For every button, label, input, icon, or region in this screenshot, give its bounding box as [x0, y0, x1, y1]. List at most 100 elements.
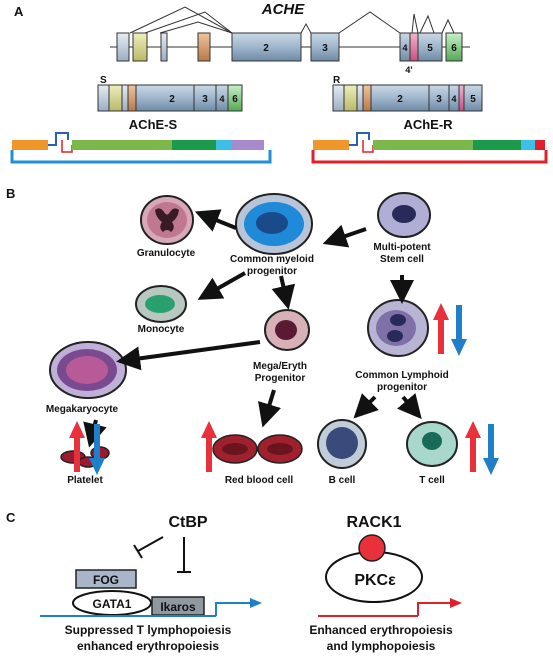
regulation-arrows-tcell: [465, 421, 499, 475]
stem-label-2: Stem cell: [380, 254, 424, 265]
s-exon-6-label: 6: [232, 94, 238, 105]
megakaryocyte-cell: [49, 341, 127, 399]
pkc-label: PKCε: [354, 572, 396, 589]
variant-r-transcript: [332, 84, 483, 112]
r-exon-5-label: 5: [470, 94, 476, 105]
panel-c-label: C: [6, 510, 16, 525]
monocyte-label: Monocyte: [138, 324, 185, 335]
ache-r-protein: [311, 132, 548, 164]
mep-label-2: Progenitor: [255, 373, 306, 384]
left-outcome-2: enhanced erythropoiesis: [77, 639, 219, 653]
fog-label: FOG: [93, 573, 119, 587]
ctbp-inhibition-lines: [133, 536, 191, 573]
tcell-cell: [406, 421, 458, 467]
down-arrow-platelet: [94, 424, 100, 460]
splice-lines: [129, 6, 455, 34]
s-exon-4-label: 4: [219, 94, 224, 104]
lineage-arrows: [83, 209, 422, 448]
right-outcome-2: and lymphopoiesis: [327, 639, 436, 653]
up-arrow-rbc: [206, 436, 212, 472]
ache-s-label: AChE-S: [129, 117, 178, 132]
regulation-arrows-rbc: [201, 421, 217, 472]
fog-box: [75, 569, 137, 589]
megakaryocyte-label: Megakaryocyte: [46, 404, 119, 415]
exon-4prime: [409, 32, 419, 62]
arrow-cmp-to-monocyte: [197, 271, 246, 300]
regulation-arrows-clp: [433, 303, 467, 356]
exon-e1a: [132, 32, 148, 62]
bcell-label: B cell: [329, 475, 356, 486]
rack1-circle: [358, 534, 386, 562]
arrow-clp-to-bcell: [353, 393, 379, 419]
clp-label-1: Common Lymphoid: [355, 370, 449, 381]
rack1-label: RACK1: [346, 514, 401, 531]
exon-3-label: 3: [322, 43, 328, 54]
cmp-label-1: Common myeloid: [230, 254, 314, 265]
arrow-mep-to-megakaryocyte: [116, 340, 261, 371]
rbc-label: Red blood cell: [225, 475, 294, 486]
arrow-stem-to-cmp: [322, 224, 367, 248]
arrow-clp-to-tcell: [397, 393, 422, 420]
exon-6-label: 6: [451, 43, 457, 54]
variant-s-transcript: [97, 84, 243, 112]
regulation-arrows-platelet: [69, 421, 105, 475]
arrow-mep-to-rbc: [258, 389, 281, 428]
gene-exons: [116, 32, 463, 62]
ache-s-bracket: [10, 150, 272, 164]
arrow-cmp-to-granulocyte: [194, 209, 237, 232]
left-outcome-1: Suppressed T lymphopoiesis: [65, 623, 232, 637]
exon-e1c: [197, 32, 211, 62]
exon-e1: [116, 32, 130, 62]
r-exon-4-label: 4: [451, 94, 456, 104]
s-exon-3-label: 3: [202, 94, 208, 105]
variant-r-letter: R: [333, 75, 341, 86]
exon-2-label: 2: [263, 43, 269, 54]
variant-s-letter: S: [100, 75, 107, 86]
ache-r-bracket: [311, 150, 548, 164]
arrow-cmp-to-mep: [271, 275, 296, 310]
bcell-cell: [317, 419, 367, 469]
exon-4-label: 4: [402, 43, 407, 53]
up-arrow-tcell: [470, 436, 476, 472]
monocyte-cell: [135, 285, 187, 323]
clp-cell: [367, 299, 429, 357]
exon-4prime-label: 4': [405, 65, 412, 75]
right-promoter-arrow: [318, 598, 462, 617]
left-promoter-arrow: [40, 598, 262, 617]
granulocyte-label: Granulocyte: [137, 248, 196, 259]
ctbp-label: CtBP: [168, 514, 207, 531]
platelet-label: Platelet: [67, 475, 103, 486]
cmp-label-2: progenitor: [247, 266, 297, 277]
down-arrow-tcell: [488, 424, 494, 460]
ache-r-label: AChE-R: [403, 117, 453, 132]
s-exon-2-label: 2: [169, 94, 175, 105]
rbc-cells: [212, 434, 303, 464]
exon-2: [231, 32, 302, 62]
exon-6: [445, 32, 463, 62]
tcell-label: T cell: [419, 475, 445, 486]
exon-5-label: 5: [427, 43, 433, 54]
ache-s-protein: [10, 132, 272, 164]
granulocyte-cell: [140, 195, 194, 245]
panel-b-label: B: [6, 186, 15, 201]
stem-cell: [377, 192, 431, 238]
gata1-label: GATA1: [93, 597, 132, 611]
mep-cell: [264, 309, 310, 351]
r-exon-3-label: 3: [436, 94, 442, 105]
gene-name: ACHE: [261, 1, 305, 18]
right-outcome-1: Enhanced erythropoiesis: [309, 623, 453, 637]
exon-5: [417, 32, 443, 62]
ikaros-label: Ikaros: [160, 600, 196, 614]
down-arrow-clp: [456, 305, 462, 341]
cmp-cell: [235, 193, 313, 255]
mep-label-1: Mega/Eryth: [253, 361, 307, 372]
exon-3: [310, 32, 340, 62]
clp-label-2: progenitor: [377, 382, 427, 393]
stem-label-1: Multi-potent: [373, 242, 431, 253]
r-exon-2-label: 2: [397, 94, 403, 105]
up-arrow-platelet: [74, 436, 80, 472]
up-arrow-clp: [438, 318, 444, 354]
exon-e1b: [160, 32, 168, 62]
panel-a-label: A: [14, 4, 24, 19]
